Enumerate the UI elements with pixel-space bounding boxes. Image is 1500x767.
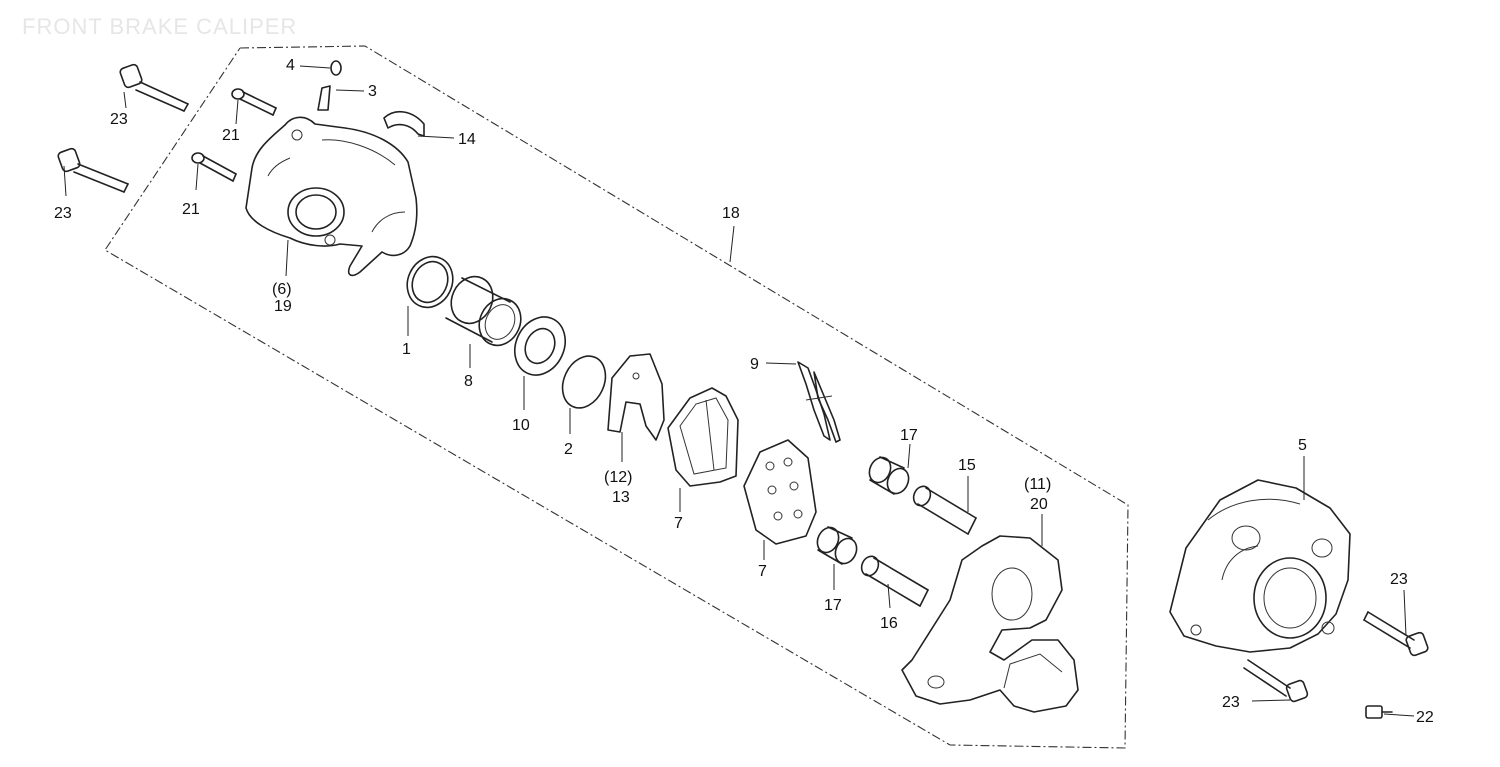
pin-21-lower [191,152,237,182]
pin-boot-17-lower [816,526,858,565]
assembly-boundary [104,45,1129,749]
pad-shim-13 [607,353,665,441]
piston-seal-1 [406,255,454,309]
callout-17-b: 17 [824,597,842,614]
callout-4: 4 [286,57,295,74]
callout-19: 19 [274,298,292,315]
callout-23-b: 23 [54,205,72,222]
bleeder-screw-3 [317,85,331,111]
callout-21-a: 21 [222,127,240,144]
slide-pin-16 [860,555,929,607]
pin-boot-17-upper [868,456,910,495]
callout-9: 9 [750,356,759,373]
bleeder-cap-4 [330,60,342,76]
bolt-23-lower [1243,659,1309,703]
callout-8: 8 [464,373,473,390]
piston-8 [445,275,522,347]
ring-2 [561,355,607,409]
callout-11: (11) [1024,476,1051,493]
callout-23-c: 23 [1390,571,1408,588]
callout-21-b: 21 [182,201,200,218]
brake-pad-7-right [743,439,817,545]
callout-22: 22 [1416,709,1434,726]
pin-21-upper [231,88,277,116]
callout-10: 10 [512,417,530,434]
callout-7-a: 7 [674,515,683,532]
callout-2: 2 [564,441,573,458]
brake-pad-7-left [667,387,739,487]
bleeder-22 [1365,705,1393,719]
callout-1: 1 [402,341,411,358]
callout-13: 13 [612,489,630,506]
callout-3: 3 [368,83,377,100]
callout-18: 18 [722,205,740,222]
slide-pin-15 [912,485,977,535]
callout-16: 16 [880,615,898,632]
pad-clip-14 [383,111,425,137]
leader-lines [63,65,1415,717]
callout-23-a: 23 [110,111,128,128]
callout-20: 20 [1030,496,1048,513]
bolt-23-middle [57,147,129,193]
callout-15: 15 [958,457,976,474]
callout-6: (6) [272,281,292,298]
callout-12: (12) [604,469,632,486]
callout-5: 5 [1298,437,1307,454]
callout-17-a: 17 [900,427,918,444]
diagram-title: FRONT BRAKE CALIPER [22,14,298,39]
callout-labels: 23 23 21 21 4 3 14 (6) 19 1 8 10 2 (12) … [54,57,1434,726]
pad-spring-9 [797,361,841,443]
callout-23-d: 23 [1222,694,1240,711]
caliper-assembly-5 [1169,479,1351,653]
bolt-23-right [1363,611,1429,657]
callout-7-b: 7 [758,563,767,580]
caliper-body-19 [245,116,418,277]
caliper-bracket-20 [901,535,1079,713]
callout-14: 14 [458,131,476,148]
dust-seal-10 [514,316,566,376]
bolt-23-upper [119,63,189,112]
